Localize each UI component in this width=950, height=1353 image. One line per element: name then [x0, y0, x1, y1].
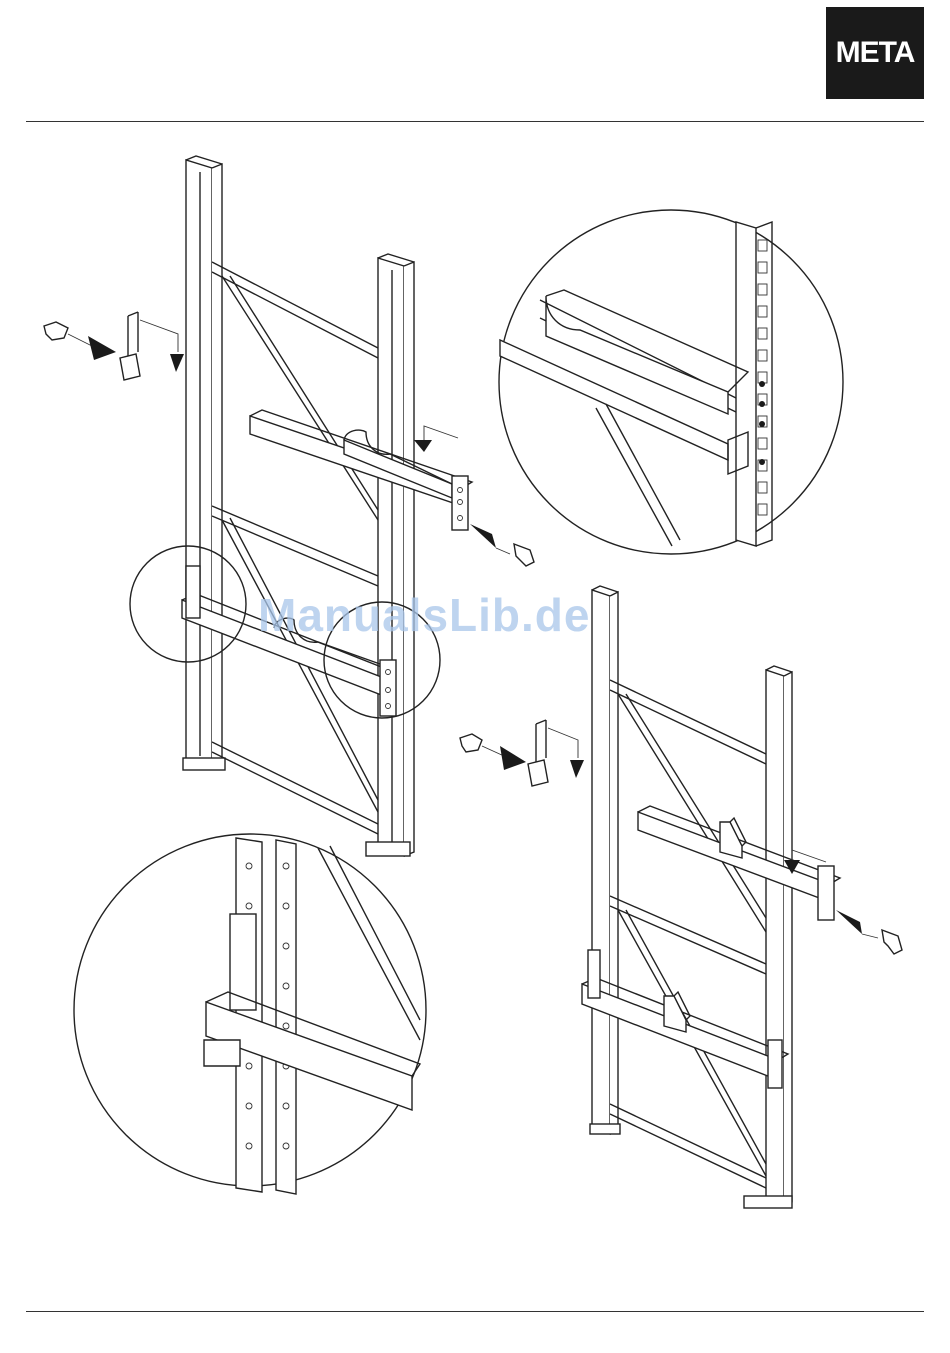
detail-circle-top-right [499, 210, 843, 554]
arrow-icon [170, 354, 184, 372]
right-frame-left-upright [590, 586, 620, 1134]
arrow-icon [414, 440, 432, 452]
left-upright [183, 156, 225, 770]
arrow-icon [470, 524, 496, 548]
right-upper-arm [638, 806, 840, 920]
arrow-icon [836, 910, 862, 934]
left-frame [44, 156, 534, 856]
arrow-icon [88, 336, 116, 360]
upper-arm [250, 410, 472, 530]
right-upright [366, 254, 414, 856]
clip-icon [514, 544, 534, 566]
arrow-icon [570, 760, 584, 778]
bottom-brace [610, 1104, 766, 1188]
clip-icon [44, 322, 68, 340]
mid-brace [610, 896, 766, 974]
connector-block [528, 760, 548, 786]
detail-circle-bottom-left [74, 834, 426, 1194]
arrow-icon [500, 746, 526, 770]
watermark: ManualsLib.de [258, 588, 590, 642]
connector-block [120, 354, 140, 380]
clip-icon [460, 734, 482, 752]
bottom-brace [212, 742, 378, 834]
top-brace [610, 680, 766, 764]
upper-diagonal [222, 276, 378, 520]
clip-icon [882, 930, 902, 954]
right-frame [460, 586, 902, 1208]
top-brace [212, 262, 378, 358]
